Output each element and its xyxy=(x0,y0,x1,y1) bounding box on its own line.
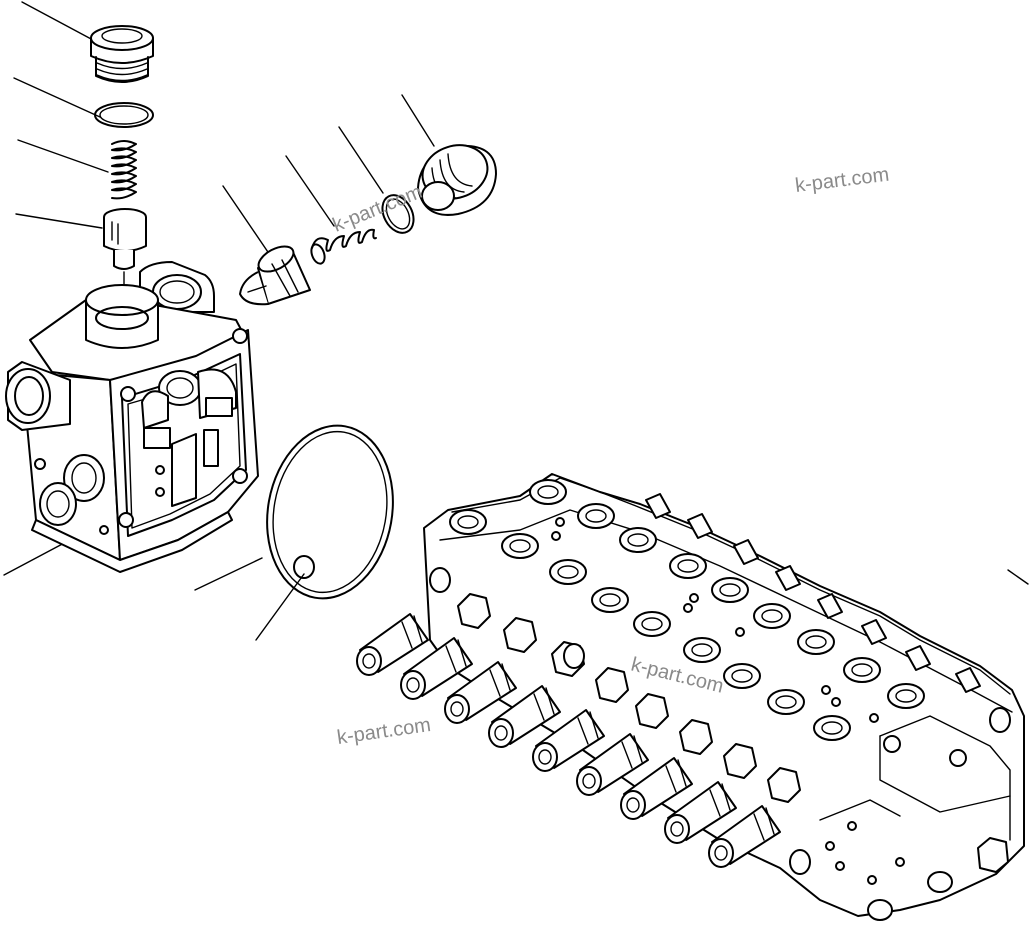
valve-section-body xyxy=(5,261,259,573)
spring-part xyxy=(111,140,137,200)
leader-line-check-o-ring xyxy=(338,126,384,194)
leader-line-body xyxy=(3,540,69,576)
spool-caps xyxy=(356,613,781,868)
check-o-ring-part xyxy=(381,194,415,234)
check-spring-part xyxy=(310,228,377,265)
leader-line-seal xyxy=(194,557,263,591)
small-o-ring xyxy=(293,555,315,579)
rear-bosses xyxy=(645,493,1029,693)
leader-line-spring xyxy=(17,139,109,173)
watermark-top-right: k-part.com xyxy=(794,164,890,197)
end-block xyxy=(429,567,1011,921)
leader-lines xyxy=(3,1,435,641)
plug-part xyxy=(90,25,154,83)
control-valve-assembly xyxy=(356,473,1029,921)
leader-line-check-spring xyxy=(285,155,335,227)
o-ring-part xyxy=(94,102,154,128)
leader-line-plug xyxy=(21,1,94,41)
body-seal-o-ring xyxy=(266,424,394,600)
check-valve-part xyxy=(239,245,311,306)
leader-line-check-plug xyxy=(401,94,435,147)
leader-line-o-ring xyxy=(13,77,101,118)
poppet-part xyxy=(103,208,147,299)
check-plug-part xyxy=(417,144,497,216)
top-ports xyxy=(449,479,925,741)
leader-line-check-valve xyxy=(222,185,273,259)
leader-line-poppet xyxy=(15,213,103,229)
watermark-bottom-left: k-part.com xyxy=(336,714,433,749)
leader-line-small-o-ring xyxy=(255,573,305,641)
